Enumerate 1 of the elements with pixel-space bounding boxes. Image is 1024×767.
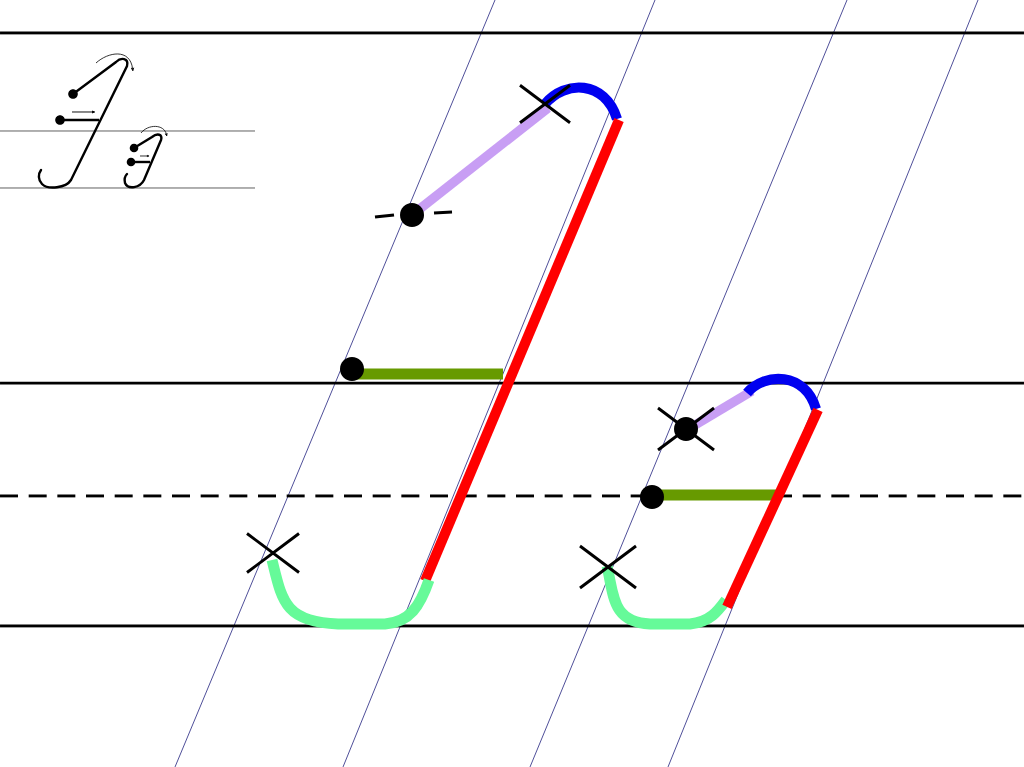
letter-sample [37,53,168,189]
